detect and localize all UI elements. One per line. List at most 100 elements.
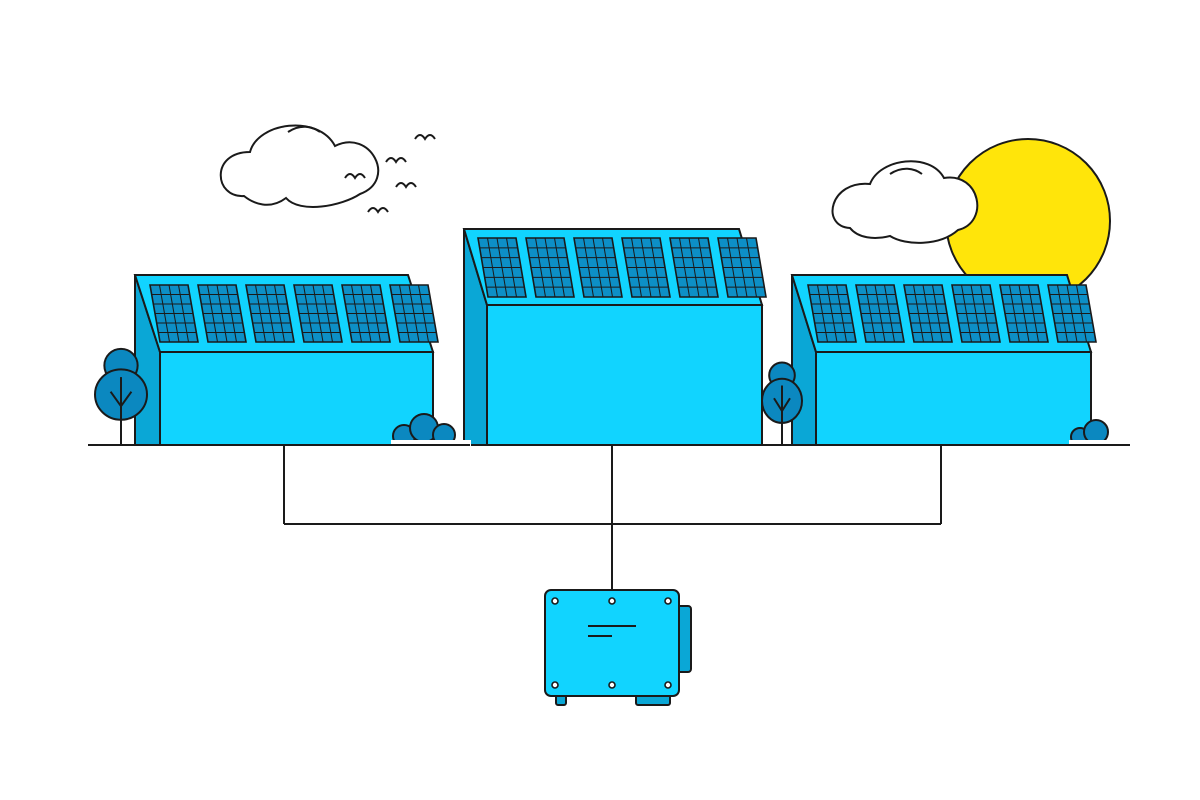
tree-branch: [109, 391, 133, 408]
solar-panel-grid: [322, 284, 333, 343]
solar-panel-icon: [807, 284, 857, 343]
bird-icon: [344, 173, 366, 180]
bird-icon: [395, 182, 417, 189]
solar-panel-icon: [669, 237, 719, 298]
tree-icon: [761, 361, 803, 445]
solar-panel-icon: [999, 284, 1049, 343]
tree-branch: [773, 397, 791, 413]
solar-panel-grid: [312, 284, 324, 343]
inverter-bolt: [551, 681, 559, 689]
solar-panel-icon: [573, 237, 623, 298]
building-front-wall: [486, 304, 763, 446]
buildings: [133, 228, 1097, 446]
solar-panel-grid: [418, 284, 429, 343]
bird-flock: [344, 134, 436, 214]
solar-panel-grid: [370, 284, 381, 343]
solar-panel-grid: [650, 237, 661, 298]
solar-panel-grid: [303, 284, 314, 343]
solar-panel-grid: [826, 284, 838, 343]
solar-panel-icon: [389, 284, 439, 343]
solar-panel-grid: [544, 237, 556, 298]
inverter-body: [544, 589, 680, 697]
solar-panel-grid: [1076, 284, 1087, 343]
solar-inverter-icon: [544, 589, 692, 706]
solar-panel-grid: [980, 284, 991, 343]
solar-panel-grid: [746, 237, 757, 298]
solar-panel-grid: [679, 237, 690, 298]
building-front-wall: [815, 351, 1092, 446]
solar-panel-icon: [855, 284, 905, 343]
solar-panel-grid: [207, 284, 218, 343]
cloud-icon: [831, 160, 979, 244]
solar-panel-grid: [970, 284, 982, 343]
solar-panel-icon: [341, 284, 391, 343]
solar-panel-grid: [602, 237, 613, 298]
bird-icon: [385, 157, 407, 164]
solar-panel-grid: [884, 284, 895, 343]
solar-panel-icon: [951, 284, 1001, 343]
solar-panel-grid: [1066, 284, 1078, 343]
solar-panel-grid: [274, 284, 285, 343]
solar-panel-grid: [360, 284, 372, 343]
solar-panel-grid: [168, 284, 180, 343]
solar-panel-grid: [631, 237, 642, 298]
solar-panel-grid: [583, 237, 594, 298]
solar-panel-icon: [149, 284, 199, 343]
solar-panel-grid: [554, 237, 565, 298]
plants: [94, 347, 1149, 448]
solar-panel-grid: [922, 284, 934, 343]
solar-panel-icon: [903, 284, 953, 343]
inverter-bolt: [608, 597, 616, 605]
solar-panel-grid: [1057, 284, 1068, 343]
inverter-bolt: [664, 597, 672, 605]
solar-panel-grid: [506, 237, 517, 298]
tree-icon: [94, 347, 148, 445]
solar-panel-grid: [408, 284, 420, 343]
solar-panel-grid: [913, 284, 924, 343]
solar-panel-grid: [736, 237, 748, 298]
right-building: [790, 274, 1097, 446]
solar-panel-grid: [865, 284, 876, 343]
solar-panel-grid: [640, 237, 652, 298]
solar-panel-grid: [817, 284, 828, 343]
left-building: [133, 274, 439, 446]
solar-panel-grid: [216, 284, 228, 343]
cloud-highlight: [889, 167, 923, 175]
solar-panel-icon: [293, 284, 343, 343]
solar-panel-grid: [178, 284, 189, 343]
sky-layer: [219, 124, 1111, 304]
solar-panel-icon: [717, 237, 767, 298]
solar-panel-icon: [245, 284, 295, 343]
solar-panel-grid: [698, 237, 709, 298]
solar-panel-grid: [159, 284, 170, 343]
solar-panel-icon: [1047, 284, 1097, 343]
solar-panel-grid: [226, 284, 237, 343]
cloud-highlight: [287, 125, 321, 133]
solar-panel-grid: [688, 237, 700, 298]
solar-panel-icon: [621, 237, 671, 298]
solar-panel-icon: [197, 284, 247, 343]
inverter-bolt: [608, 681, 616, 689]
solar-panel-grid: [351, 284, 362, 343]
solar-panel-grid: [487, 237, 498, 298]
center-building: [462, 228, 767, 446]
solar-panel-grid: [264, 284, 276, 343]
solar-panel-icon: [477, 237, 527, 298]
solar-panel-grid: [836, 284, 847, 343]
solar-panel-grid: [535, 237, 546, 298]
solar-panel-grid: [399, 284, 410, 343]
inverter-bolts: [551, 597, 672, 689]
bird-icon: [414, 134, 436, 141]
solar-panel-grid: [961, 284, 972, 343]
solar-panel-grid: [255, 284, 266, 343]
solar-panel-grid: [874, 284, 886, 343]
building-front-wall: [159, 351, 434, 446]
solar-panel-grid: [1018, 284, 1030, 343]
solar-panel-grid: [727, 237, 738, 298]
solar-panel-grid: [932, 284, 943, 343]
inverter-bolt: [551, 597, 559, 605]
bird-icon: [367, 207, 389, 214]
inverter-bolt: [664, 681, 672, 689]
solar-panel-icon: [525, 237, 575, 298]
